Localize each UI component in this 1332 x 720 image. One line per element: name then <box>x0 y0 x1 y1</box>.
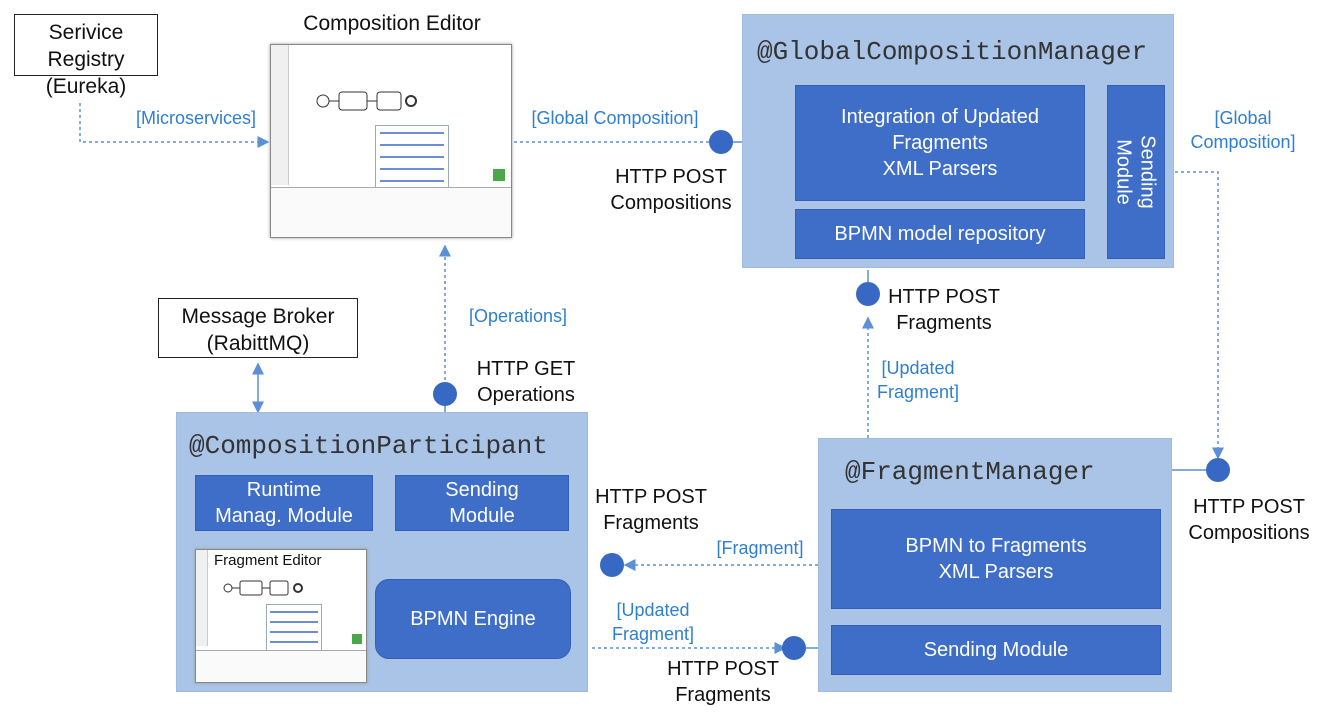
bpmn-fragment-parsers-module: BPMN to Fragments XML Parsers <box>831 509 1161 609</box>
fragment-editor-toolbar <box>196 550 208 646</box>
composition-editor-title: Composition Editor <box>303 12 481 35</box>
global-sending-line1: Sending <box>1137 135 1159 209</box>
global-composition-label: [Global Composition] <box>531 108 699 128</box>
runtime-management-module: Runtime Manag. Module <box>195 475 373 531</box>
integration-line1: Integration of Updated <box>841 106 1039 128</box>
global-fragments-endpoint-dot <box>856 282 880 306</box>
message-broker-box: Message Broker (RabittMQ) <box>158 298 358 358</box>
participant-sending-line1: Sending <box>445 479 519 501</box>
post-compositions-left-label: HTTP POST Compositions <box>598 164 744 216</box>
updated-fragment-top-line1: [Updated <box>881 358 955 378</box>
integration-module: Integration of Updated Fragments XML Par… <box>795 85 1085 201</box>
fragment-properties-panel <box>196 650 366 682</box>
global-composition-right-line1: [Global <box>1214 108 1272 128</box>
post-fragments-top-label: HTTP POST Fragments <box>884 284 1004 336</box>
post-compositions-right-line1: HTTP POST <box>1193 496 1305 518</box>
post-compositions-right-line2: Compositions <box>1188 522 1310 544</box>
message-broker-tech: (RabittMQ) <box>206 332 310 355</box>
global-sending-line2: Module <box>1113 139 1135 205</box>
participant-operations-endpoint-dot <box>433 382 457 406</box>
bpmn-engine-module: BPMN Engine <box>375 579 571 659</box>
integration-line3: XML Parsers <box>882 158 998 180</box>
post-fragments-bottom-line2: Fragments <box>675 684 771 706</box>
participant-fragments-endpoint-dot <box>600 553 624 577</box>
updated-fragment-bottom-label: [Updated Fragment] <box>594 598 712 646</box>
runtime-line1: Runtime <box>246 479 322 501</box>
global-composition-manager-panel: @GlobalCompositionManager Integration of… <box>742 14 1174 268</box>
updated-fragment-bottom-line2: Fragment] <box>611 624 695 644</box>
editor-properties-panel <box>271 187 511 237</box>
fragment-green-logo-icon <box>352 634 362 644</box>
fragment-sending-module: Sending Module <box>831 625 1161 675</box>
post-compositions-right-label: HTTP POST Compositions <box>1176 494 1322 546</box>
get-operations-line1: HTTP GET <box>476 358 576 380</box>
post-fragments-left-line1: HTTP POST <box>595 486 707 508</box>
post-fragments-top-line2: Fragments <box>896 312 992 334</box>
global-sending-module: Sending Module <box>1107 85 1165 259</box>
global-composition-right-line2: Composition] <box>1190 132 1296 152</box>
updated-fragment-top-label: [Updated Fragment] <box>868 356 968 404</box>
post-compositions-left-line2: Compositions <box>610 192 732 214</box>
global-manager-title: @GlobalCompositionManager <box>757 37 1148 67</box>
global-to-fragment-line <box>1175 171 1224 460</box>
fragment-label: [Fragment] <box>716 538 804 558</box>
operations-label: [Operations] <box>468 306 568 326</box>
integration-line2: Fragments <box>892 132 988 154</box>
updated-fragment-top-line2: Fragment] <box>876 382 960 402</box>
post-fragments-left-line2: Fragments <box>603 512 699 534</box>
fragment-compositions-endpoint-dot <box>1206 458 1230 482</box>
fragment-editor-screenshot: Fragment Editor <box>195 549 367 683</box>
updated-fragment-bottom-line1: [Updated <box>616 600 690 620</box>
editor-toolbar <box>271 45 289 185</box>
post-fragments-top-line1: HTTP POST <box>888 286 1000 308</box>
fragment-manager-panel: @FragmentManager BPMN to Fragments XML P… <box>818 438 1172 692</box>
participant-sending-module: Sending Module <box>395 475 569 531</box>
get-operations-line2: Operations <box>477 384 575 406</box>
global-composition-right-label: [Global Composition] <box>1180 106 1306 154</box>
registry-to-editor-line <box>79 103 270 148</box>
message-broker-name: Message Broker <box>181 305 335 328</box>
composition-participant-panel: @CompositionParticipant Runtime Manag. M… <box>176 412 588 692</box>
post-fragments-left-label: HTTP POST Fragments <box>588 484 714 536</box>
bpmn-flow-sketch <box>316 91 417 111</box>
participant-title: @CompositionParticipant <box>189 431 548 461</box>
service-registry-box: Serivice Registry (Eureka) <box>14 14 158 98</box>
runtime-line2: Manag. Module <box>215 505 353 527</box>
participant-sending-line2: Module <box>449 505 515 527</box>
parsers-line2: XML Parsers <box>938 561 1054 583</box>
service-registry-tech: (Eureka) <box>45 75 127 98</box>
global-compositions-endpoint-dot <box>709 130 733 154</box>
green-logo-icon <box>493 169 505 181</box>
get-operations-label: HTTP GET Operations <box>464 356 588 408</box>
fragment-fragments-endpoint-dot <box>782 636 806 660</box>
bpmn-repository-module: BPMN model repository <box>795 209 1085 259</box>
composition-editor-screenshot <box>270 44 512 238</box>
post-compositions-left-line1: HTTP POST <box>615 166 727 188</box>
post-fragments-bottom-label: HTTP POST Fragments <box>660 656 786 708</box>
service-registry-name: Serivice Registry <box>47 21 125 71</box>
post-fragments-bottom-line1: HTTP POST <box>667 658 779 680</box>
fragment-flow-sketch <box>223 580 303 596</box>
microservices-label: [Microservices] <box>135 108 256 128</box>
parsers-line1: BPMN to Fragments <box>905 535 1087 557</box>
fragment-manager-title: @FragmentManager <box>845 457 1095 487</box>
fragment-editor-title: Fragment Editor <box>214 552 322 569</box>
